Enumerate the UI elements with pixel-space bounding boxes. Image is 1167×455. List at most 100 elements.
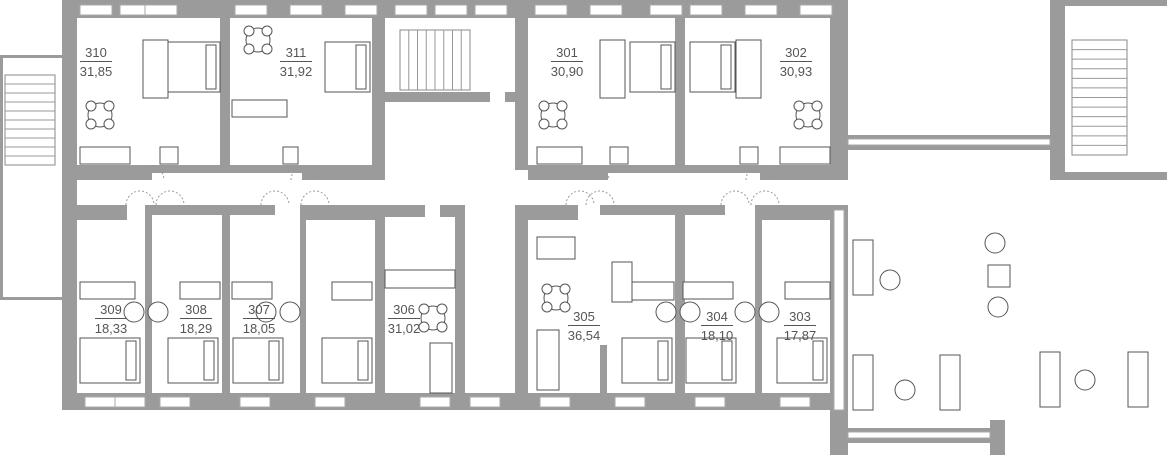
kitchen-counter	[231, 281, 273, 300]
wall	[220, 18, 230, 170]
chair	[436, 303, 448, 315]
wall	[675, 215, 685, 395]
wall	[1065, 172, 1167, 180]
chair	[103, 100, 115, 112]
wall	[145, 215, 152, 395]
apartment-number: 311	[280, 45, 312, 62]
windows	[79, 4, 1051, 439]
wall	[515, 205, 528, 410]
window	[469, 396, 501, 408]
wall	[1150, 0, 1167, 6]
kitchen-counter	[231, 99, 288, 118]
window	[799, 4, 833, 16]
stool-table	[679, 301, 701, 323]
apartment-307-label[interactable]: 307 18,05	[229, 302, 289, 336]
bed	[232, 337, 284, 384]
stool-table	[984, 232, 1006, 254]
armchair-sofa	[1039, 351, 1061, 408]
apartment-number: 310	[80, 45, 112, 62]
wall	[302, 165, 385, 180]
armchair-sofa	[939, 354, 961, 411]
apartment-number: 307	[243, 302, 275, 319]
door-swing	[585, 190, 615, 206]
wall	[145, 205, 275, 215]
sofa	[599, 39, 626, 99]
chair	[793, 100, 805, 112]
apartment-area: 18,05	[242, 321, 276, 336]
wall	[0, 55, 3, 300]
window	[394, 4, 428, 16]
apartment-301-label[interactable]: 301 30,90	[537, 45, 597, 79]
chair	[103, 118, 115, 130]
door-swing	[155, 190, 185, 206]
sofa	[142, 39, 169, 99]
kitchen-counter	[79, 146, 131, 165]
door-swing	[125, 190, 155, 206]
wall	[0, 297, 62, 300]
shower	[631, 281, 675, 301]
armchair-sofa	[852, 354, 874, 411]
wall	[77, 205, 127, 220]
kitchen-counter	[682, 281, 734, 300]
bed	[621, 337, 673, 384]
wall	[830, 0, 848, 180]
pillow	[203, 340, 215, 381]
stool-table	[894, 379, 916, 401]
wall	[300, 205, 385, 220]
apartment-number: 303	[784, 309, 816, 326]
chair	[541, 283, 553, 295]
stool-table	[255, 301, 277, 323]
window	[614, 396, 646, 408]
window	[474, 4, 508, 16]
door-swing	[565, 190, 595, 206]
stool-table	[279, 301, 301, 323]
stool-table	[734, 301, 756, 323]
door-swing	[260, 190, 290, 206]
apartment-308-label[interactable]: 308 18,29	[166, 302, 226, 336]
shower	[739, 146, 759, 165]
apartment-number: 302	[780, 45, 812, 62]
armchair-sofa	[1127, 351, 1149, 408]
window	[114, 396, 146, 408]
bed	[776, 337, 828, 384]
shower	[159, 146, 179, 165]
window	[234, 4, 268, 16]
pillow	[812, 340, 824, 381]
wall	[515, 18, 528, 170]
apartment-area: 18,29	[179, 321, 213, 336]
stool-table	[655, 301, 677, 323]
apartment-number: 308	[180, 302, 212, 319]
chair	[261, 43, 273, 55]
shower	[609, 146, 629, 165]
shower	[331, 281, 373, 301]
sofa	[735, 39, 762, 99]
chair	[793, 118, 805, 130]
apartment-area: 31,85	[79, 64, 113, 79]
bed	[164, 41, 221, 93]
door-swing	[750, 190, 780, 206]
wall	[77, 165, 152, 180]
window	[689, 4, 723, 16]
chair	[85, 100, 97, 112]
chair	[556, 100, 568, 112]
apartment-area: 30,90	[550, 64, 584, 79]
chair	[538, 118, 550, 130]
staircases	[4, 29, 1128, 166]
chair	[243, 43, 255, 55]
chair	[418, 303, 430, 315]
door-swing	[745, 165, 775, 181]
apartment-number: 304	[701, 309, 733, 326]
column	[987, 264, 1011, 288]
window	[159, 396, 191, 408]
apartment-number: 301	[551, 45, 583, 62]
window	[589, 4, 623, 16]
apartment-310-label[interactable]: 310 31,85	[66, 45, 126, 79]
